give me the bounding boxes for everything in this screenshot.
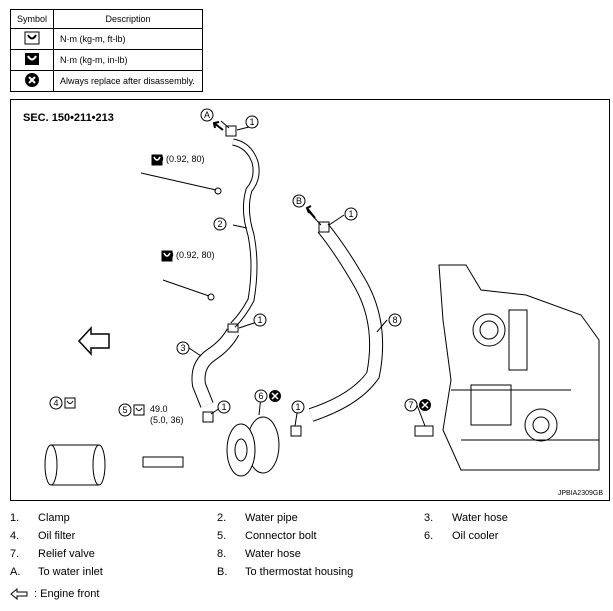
part-label: To water inlet (38, 566, 103, 578)
legend-desc-2: N·m (kg-m, in-lb) (53, 49, 204, 71)
arrow-a-icon (212, 121, 224, 131)
callout-7: 7 (408, 400, 413, 410)
torque-marker-4-icon (64, 397, 76, 409)
callout-1-b: 1 (348, 209, 353, 219)
callout-1-e: 1 (295, 402, 300, 412)
torque-value-top: 9.0 (0.92, 80) (151, 154, 205, 164)
legend-header-description: Description (53, 9, 204, 29)
torque-wrench-icon (24, 31, 40, 45)
legend-header-symbol: Symbol (9, 9, 55, 29)
parts-row: A. To water inlet B. To thermostat housing (10, 566, 610, 584)
torque-value-bolt-units: (5.0, 36) (150, 415, 184, 425)
callout-1-c: 1 (257, 315, 262, 325)
callout-2: 2 (217, 219, 222, 229)
oil-cooler-drawing (226, 416, 280, 477)
front-arrow-icon (10, 588, 28, 600)
engine-front-note: : Engine front (10, 588, 99, 600)
part-label: Clamp (38, 512, 70, 524)
parts-row: 7. Relief valve 8. Water hose (10, 548, 610, 566)
always-replace-icon (25, 73, 39, 87)
symbol-legend: Symbol Description N·m (kg-m, ft-lb) N·m… (9, 9, 204, 92)
callout-4: 4 (53, 398, 58, 408)
callout-1-a: 1 (249, 117, 254, 127)
clamp-right (290, 425, 302, 437)
part-label: Oil cooler (452, 530, 499, 542)
clamp-low (202, 411, 214, 423)
callout-3: 3 (180, 343, 185, 353)
torque-spec-bolt: 49.0 (5.0, 36) (150, 404, 184, 425)
callout-a: A (204, 110, 210, 120)
parts-row: 1. Clamp 2. Water pipe 3. Water hose (10, 512, 610, 530)
part-num: A. (10, 566, 21, 578)
arrow-b-icon (305, 205, 316, 219)
torque-wrench-small-icon (25, 53, 39, 65)
torque-value-mid: 9.0 (0.92, 80) (161, 250, 215, 260)
legend-desc-1: N·m (kg-m, ft-lb) (53, 28, 204, 50)
part-num: B. (217, 566, 228, 578)
callout-5: 5 (122, 405, 127, 415)
callout-1-d: 1 (221, 402, 226, 412)
part-label: Relief valve (38, 548, 95, 560)
callout-b: B (296, 196, 302, 206)
torque-spec-top: 9.0 (0.92, 80) (151, 154, 205, 166)
part-num: 3. (424, 512, 434, 524)
torque-marker-5-icon (133, 404, 145, 416)
part-num: 7. (10, 548, 20, 560)
part-num: 2. (217, 512, 227, 524)
part-num: 5. (217, 530, 227, 542)
clamp-b (318, 221, 330, 233)
part-label: Water hose (245, 548, 301, 560)
part-label: Water hose (452, 512, 508, 524)
connector-bolt-drawing (142, 456, 184, 468)
engine-block-drawing (438, 264, 600, 471)
replace-marker-6-icon (269, 390, 281, 402)
part-num: 6. (424, 530, 434, 542)
part-label: Oil filter (38, 530, 76, 542)
parts-row: 4. Oil filter 5. Connector bolt 6. Oil cool… (10, 530, 610, 548)
part-label: Water pipe (245, 512, 298, 524)
part-num: 4. (10, 530, 20, 542)
callout-6: 6 (258, 391, 263, 401)
torque-spec-mid: 9.0 (0.92, 80) (161, 250, 215, 262)
section-label: SEC. 150•211•213 (23, 112, 114, 124)
torque-wrench-small-icon (161, 250, 173, 262)
engine-front-text: : Engine front (34, 588, 100, 600)
clamp-top (225, 125, 237, 137)
part-label: Connector bolt (245, 530, 317, 542)
part-label: To thermostat housing (245, 566, 354, 578)
replace-marker-7-icon (419, 399, 431, 411)
torque-value-bolt: 49.0 (150, 404, 168, 414)
legend-desc-3: Always replace after disassembly. (53, 70, 204, 92)
oil-filter-drawing (44, 444, 106, 486)
engine-front-arrow-icon (77, 326, 110, 356)
diagram-drawing: 1 1 1 1 1 2 3 4 5 6 7 8 A B (44, 108, 600, 486)
exploded-view-diagram: 1 1 1 1 1 2 3 4 5 6 7 8 A B (10, 99, 610, 501)
clamp-mid (227, 323, 239, 333)
part-num: 8. (217, 548, 227, 560)
part-num: 1. (10, 512, 20, 524)
torque-wrench-small-icon (151, 154, 163, 166)
parts-list: 1. Clamp 2. Water pipe 3. Water hose 4. Oil … (10, 512, 610, 584)
relief-valve-drawing (414, 425, 434, 437)
figure-reference: JPBIA2309GB (557, 490, 603, 497)
callout-8: 8 (392, 315, 397, 325)
